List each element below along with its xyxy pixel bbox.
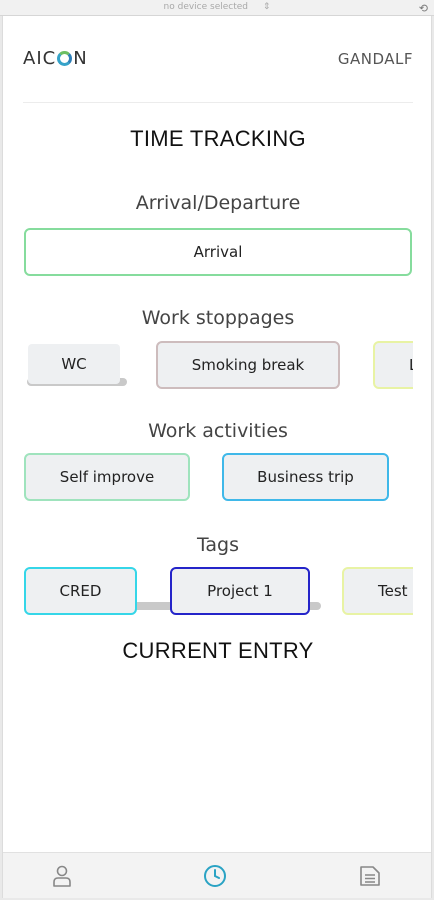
device-selector-label: no device selected	[163, 2, 249, 12]
aicon-logo: AIC N	[23, 46, 88, 70]
header-divider	[23, 102, 413, 103]
user-icon[interactable]	[49, 863, 75, 889]
app-screen: AIC N GANDALF TIME TRACKING Arrival/Depar…	[2, 16, 432, 898]
work-stoppages-label: Work stoppages	[141, 307, 295, 329]
work-stoppages-row[interactable]: WC Smoking break L	[3, 338, 413, 396]
arrival-departure-label: Arrival/Departure	[135, 192, 301, 214]
logo-text-left: AIC	[23, 47, 57, 69]
wc-button[interactable]: WC	[28, 344, 120, 384]
self-improve-button[interactable]: Self improve	[24, 453, 190, 501]
device-selector-arrow-icon: ⇕	[262, 2, 271, 12]
document-icon[interactable]	[357, 863, 383, 889]
logo-text-right: N	[73, 47, 88, 69]
work-activities-label: Work activities	[148, 420, 288, 442]
username[interactable]: GANDALF	[337, 50, 413, 68]
lunch-button[interactable]: L	[373, 341, 413, 389]
tags-label: Tags	[196, 534, 240, 556]
app-header: AIC N GANDALF	[23, 40, 413, 80]
page-title: TIME TRACKING	[130, 126, 306, 151]
smoking-break-button[interactable]: Smoking break	[156, 341, 340, 389]
arrival-button[interactable]: Arrival	[24, 228, 412, 276]
rotate-icon[interactable]: ⟲	[418, 2, 428, 15]
bottom-tab-bar	[3, 852, 431, 898]
device-selector-bar[interactable]: no device selected ⇕ ⟲	[0, 0, 434, 16]
tag-test-button[interactable]: Test	[342, 567, 413, 615]
tag-cred-button[interactable]: CRED	[24, 567, 137, 615]
clock-icon[interactable]	[202, 863, 228, 889]
business-trip-button[interactable]: Business trip	[222, 453, 389, 501]
tags-row[interactable]: CRED Project 1 Test	[3, 564, 413, 622]
current-entry-title: CURRENT ENTRY	[122, 638, 314, 663]
tag-project-1-button[interactable]: Project 1	[170, 567, 310, 615]
logo-ring-icon	[57, 50, 73, 66]
